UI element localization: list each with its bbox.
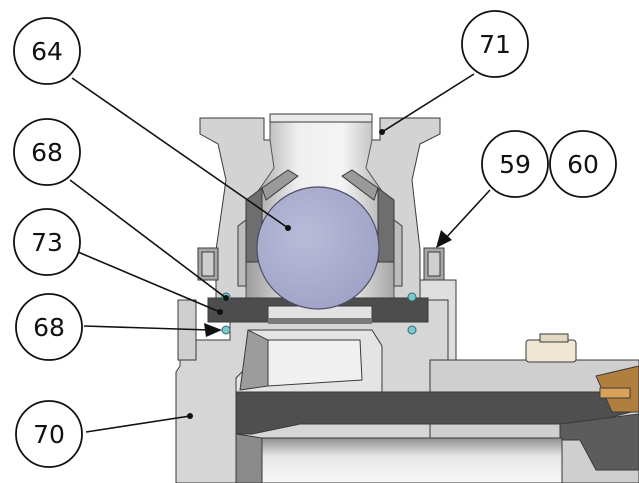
flow-passage <box>235 329 383 393</box>
seat-ring-part-73 <box>207 297 429 324</box>
callout-68-lower: 68 <box>15 293 83 361</box>
svg-text:59: 59 <box>499 150 531 179</box>
leader-lines <box>69 73 491 433</box>
callout-59: 59 <box>481 130 549 198</box>
svg-text:64: 64 <box>31 37 63 66</box>
check-ball-part-64 <box>256 186 380 310</box>
svg-text:71: 71 <box>479 30 511 59</box>
retainer-nuts <box>197 247 445 281</box>
callout-68-upper: 68 <box>13 118 81 186</box>
callout-64: 64 <box>13 17 81 85</box>
svg-text:70: 70 <box>33 420 65 449</box>
svg-text:68: 68 <box>33 313 65 342</box>
callout-71: 71 <box>461 10 529 78</box>
brass-fitting <box>525 333 639 413</box>
callout-70: 70 <box>15 400 83 468</box>
svg-text:60: 60 <box>567 150 599 179</box>
svg-text:68: 68 <box>31 138 63 167</box>
svg-text:73: 73 <box>31 228 63 257</box>
callout-73: 73 <box>13 208 81 276</box>
callout-60: 60 <box>549 130 617 198</box>
